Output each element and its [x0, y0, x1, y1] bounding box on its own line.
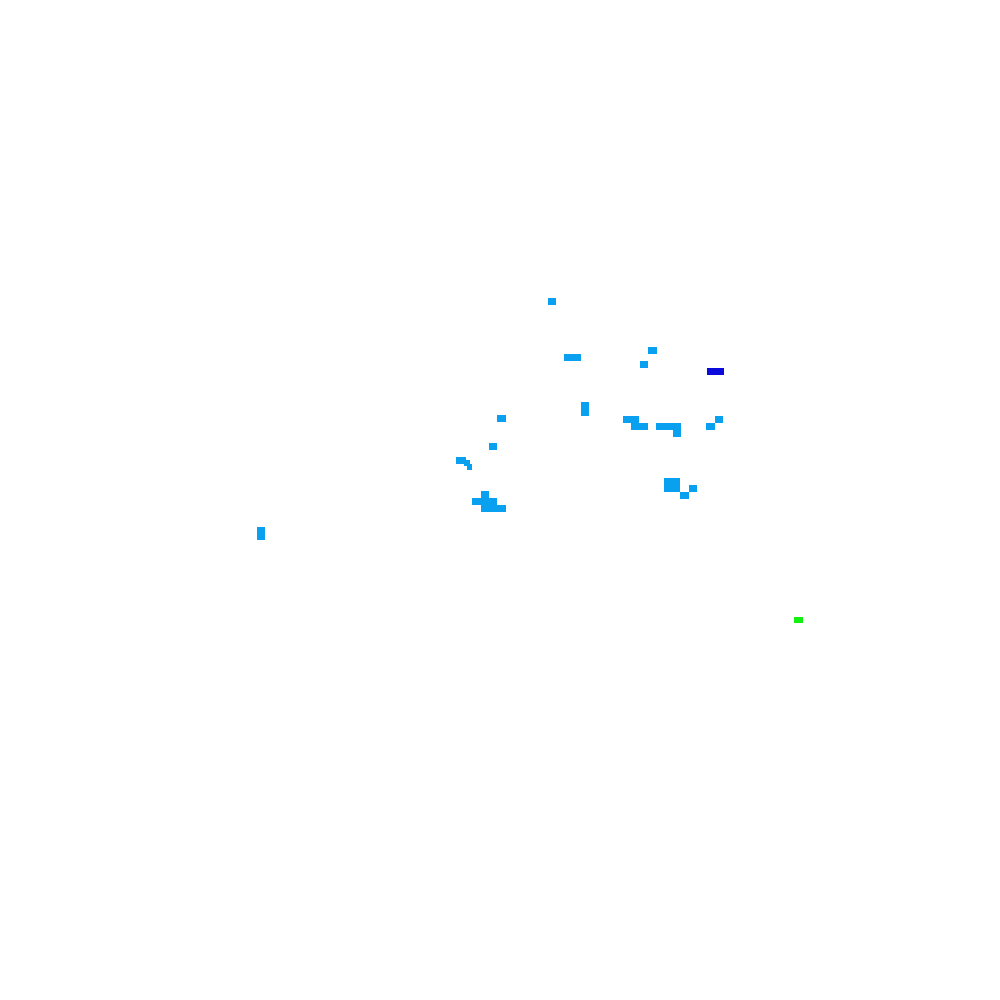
map-patch-light-blue [497, 415, 506, 422]
map-patch-light-blue [489, 443, 497, 450]
map-patch-dark-blue [707, 368, 724, 375]
map-cell [467, 464, 472, 470]
map-patch-light-blue [706, 416, 723, 430]
map-patch-light-blue [257, 527, 265, 540]
map-cell [640, 361, 648, 368]
map-cell [481, 491, 489, 498]
map-patch-light-blue [623, 416, 648, 430]
map-cell [631, 423, 648, 430]
map-patch-light-blue [689, 485, 697, 492]
map-cell [794, 617, 803, 623]
map-cell [472, 498, 497, 505]
map-cell [623, 416, 639, 423]
map-patch-light-blue [664, 478, 680, 492]
map-patch-light-blue [648, 347, 657, 354]
patch-layer [257, 298, 803, 623]
map-cell [489, 443, 497, 450]
map-patch-light-blue [640, 361, 648, 368]
map-cell [656, 423, 681, 430]
map-cell [456, 457, 466, 464]
map-cell [707, 368, 724, 375]
map-patch-light-blue [548, 298, 556, 305]
map-cell [464, 460, 470, 466]
map-cell [564, 354, 581, 361]
map-cell [497, 415, 506, 422]
map-patch-green [794, 617, 803, 623]
map-cell [648, 347, 657, 354]
map-cell [548, 298, 556, 305]
map-cell [481, 505, 506, 512]
map-cell [673, 430, 681, 437]
map-cell [689, 485, 697, 492]
map-cell [581, 402, 589, 416]
map-cell [706, 423, 715, 430]
map-cell [664, 478, 680, 492]
map-cell [715, 416, 723, 423]
map-patch-light-blue [581, 402, 589, 416]
map-patch-light-blue [564, 354, 581, 361]
map-patch-light-blue [656, 423, 681, 437]
map-patch-light-blue [456, 457, 472, 470]
map-cell [257, 527, 265, 540]
map-cell [680, 492, 689, 499]
map-patch-light-blue [472, 491, 506, 512]
map-patch-light-blue [680, 492, 689, 499]
